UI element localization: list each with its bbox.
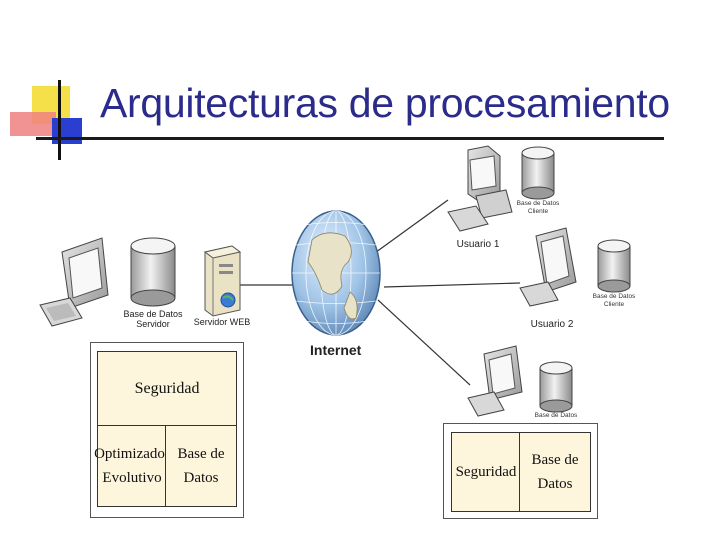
user2-db-label: Base de Datos Cliente bbox=[592, 293, 636, 308]
user1-db-label: Base de Datos Cliente bbox=[516, 200, 560, 215]
server-database-layer: Base de Datos bbox=[165, 425, 237, 507]
user3-db-label: Base de Datos bbox=[534, 412, 578, 419]
server-database-icon bbox=[130, 237, 176, 307]
connection-lines bbox=[240, 199, 521, 386]
user1-label: Usuario 1 bbox=[456, 239, 500, 250]
slide-title: Arquitecturas de procesamiento bbox=[100, 80, 670, 126]
user2-computer-icon bbox=[519, 227, 577, 307]
line-internet-user3 bbox=[377, 299, 471, 386]
web-server-label: Servidor WEB bbox=[193, 317, 251, 327]
title-underline bbox=[36, 137, 664, 140]
title-deco-red-bar bbox=[10, 112, 56, 136]
title-deco-vertical-line bbox=[58, 80, 61, 160]
server-db-label: Base de Datos Servidor bbox=[123, 309, 183, 329]
user1-computer-icon bbox=[447, 145, 513, 232]
user3-database-icon bbox=[539, 361, 573, 413]
server-layers-box: Seguridad Optimizador Evolutivo Base de … bbox=[90, 342, 244, 518]
user3-computer-icon bbox=[467, 345, 523, 417]
server-optimizer-layer: Optimizador Evolutivo bbox=[94, 425, 170, 507]
client-security-layer: Seguridad bbox=[451, 432, 521, 512]
internet-label: Internet bbox=[310, 342, 362, 358]
server-computer-icon bbox=[39, 237, 109, 327]
line-internet-user2 bbox=[383, 282, 521, 288]
internet-globe-icon bbox=[291, 210, 381, 336]
client-database-layer: Base de Datos bbox=[519, 432, 591, 512]
web-server-icon bbox=[203, 245, 242, 317]
client-layers-box: Seguridad Base de Datos bbox=[443, 423, 598, 519]
server-security-layer: Seguridad bbox=[97, 351, 237, 427]
line-internet-user1 bbox=[371, 199, 449, 256]
user2-database-icon bbox=[597, 239, 631, 293]
user2-label: Usuario 2 bbox=[530, 319, 574, 330]
user1-database-icon bbox=[521, 146, 555, 200]
